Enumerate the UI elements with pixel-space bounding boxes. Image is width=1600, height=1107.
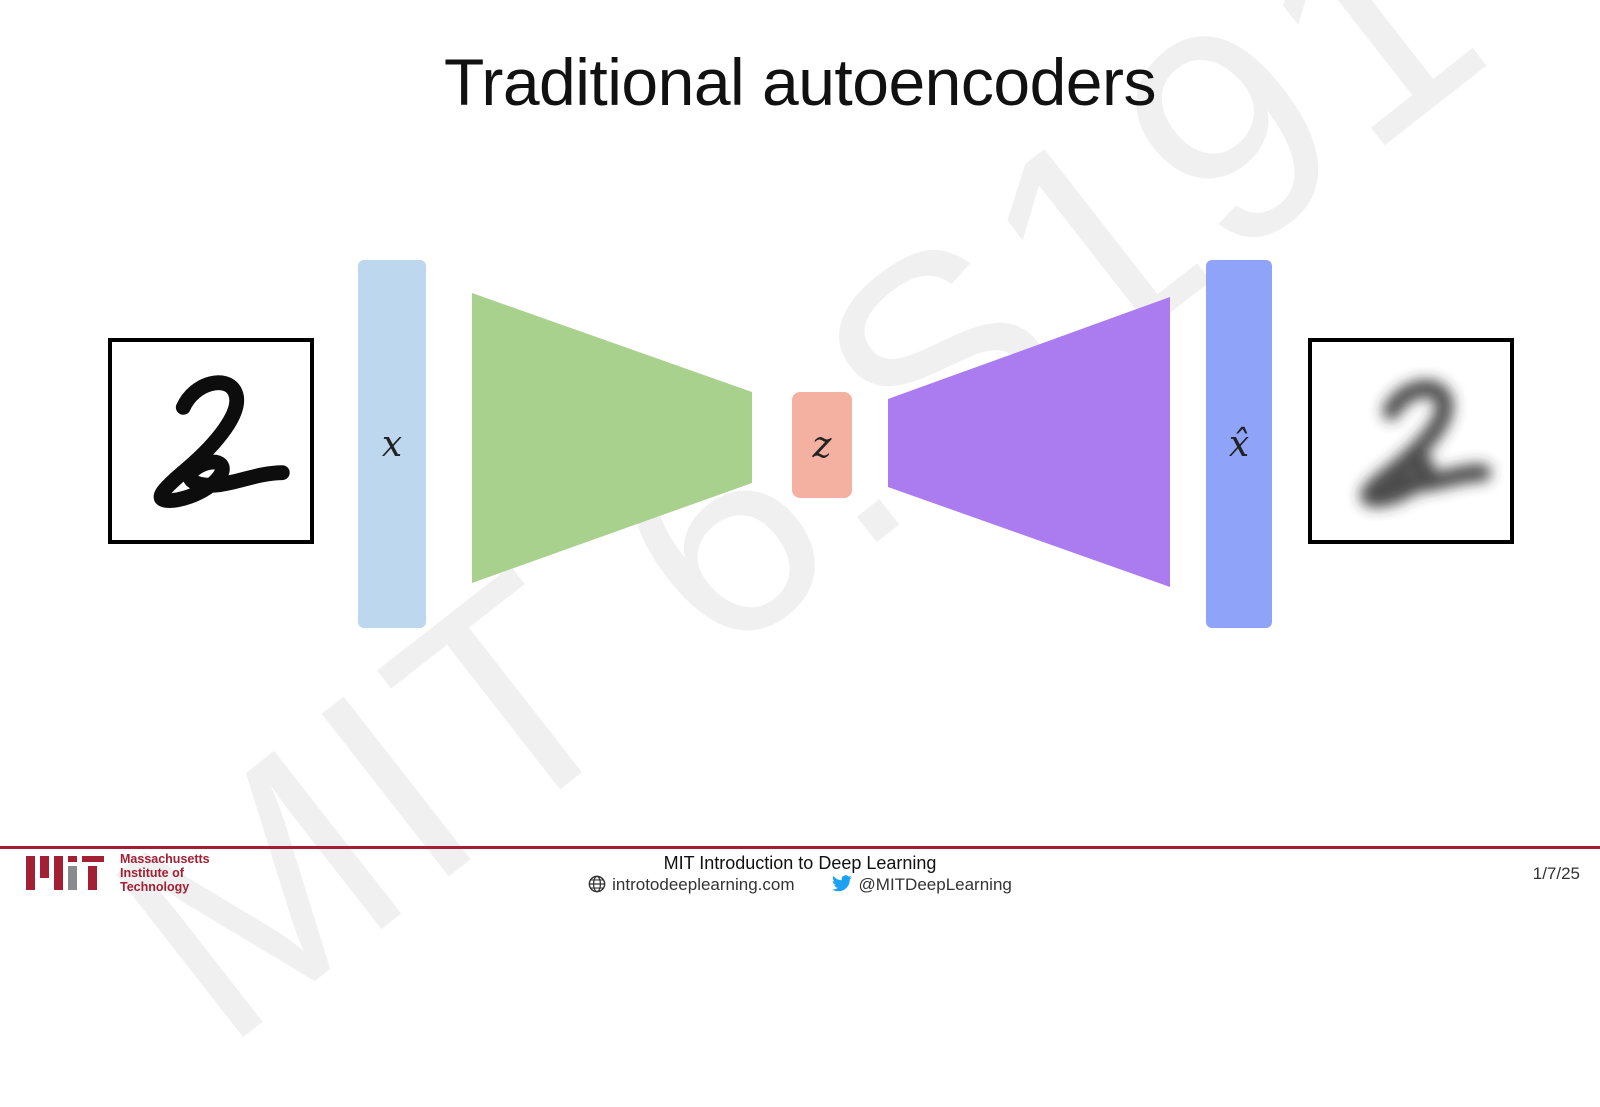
encoder-decoder-shapes [472, 293, 1170, 587]
latent-code-box: z [792, 392, 852, 498]
globe-icon [588, 875, 606, 893]
institution-line-2: Institute of [120, 866, 184, 880]
footer-divider [0, 846, 1600, 849]
course-name: MIT Introduction to Deep Learning [663, 853, 937, 873]
reconstructed-image [1308, 338, 1514, 544]
footer-center: MIT Introduction to Deep Learning introt… [0, 852, 1600, 896]
output-layer-bar: x̂ [1206, 260, 1272, 628]
footer-links: introtodeeplearning.com @MITDeepLearning [0, 874, 1600, 896]
input-layer-bar: x [358, 260, 426, 628]
input-label: x [381, 423, 403, 465]
slide-title: Traditional autoencoders [443, 45, 1157, 119]
autoencoder-diagram: x z x̂ [108, 260, 1514, 628]
institution-line-3: Technology [120, 880, 190, 894]
decoder-trapezoid [888, 297, 1170, 587]
slide-number: 1/7/25 [1532, 864, 1580, 883]
website-link[interactable]: introtodeeplearning.com [612, 875, 795, 894]
mit-logo-icon [26, 856, 104, 890]
twitter-bird-icon [831, 875, 852, 892]
digit-two-icon [153, 375, 290, 508]
institution-line-1: Massachusetts [120, 852, 210, 866]
institution-name: Massachusetts Institute of Technology [120, 852, 210, 894]
input-image [108, 338, 314, 544]
output-label: x̂ [1228, 423, 1250, 465]
blurry-digit-two-icon [1360, 379, 1492, 508]
twitter-handle[interactable]: @MITDeepLearning [858, 875, 1012, 894]
encoder-trapezoid [472, 293, 752, 583]
